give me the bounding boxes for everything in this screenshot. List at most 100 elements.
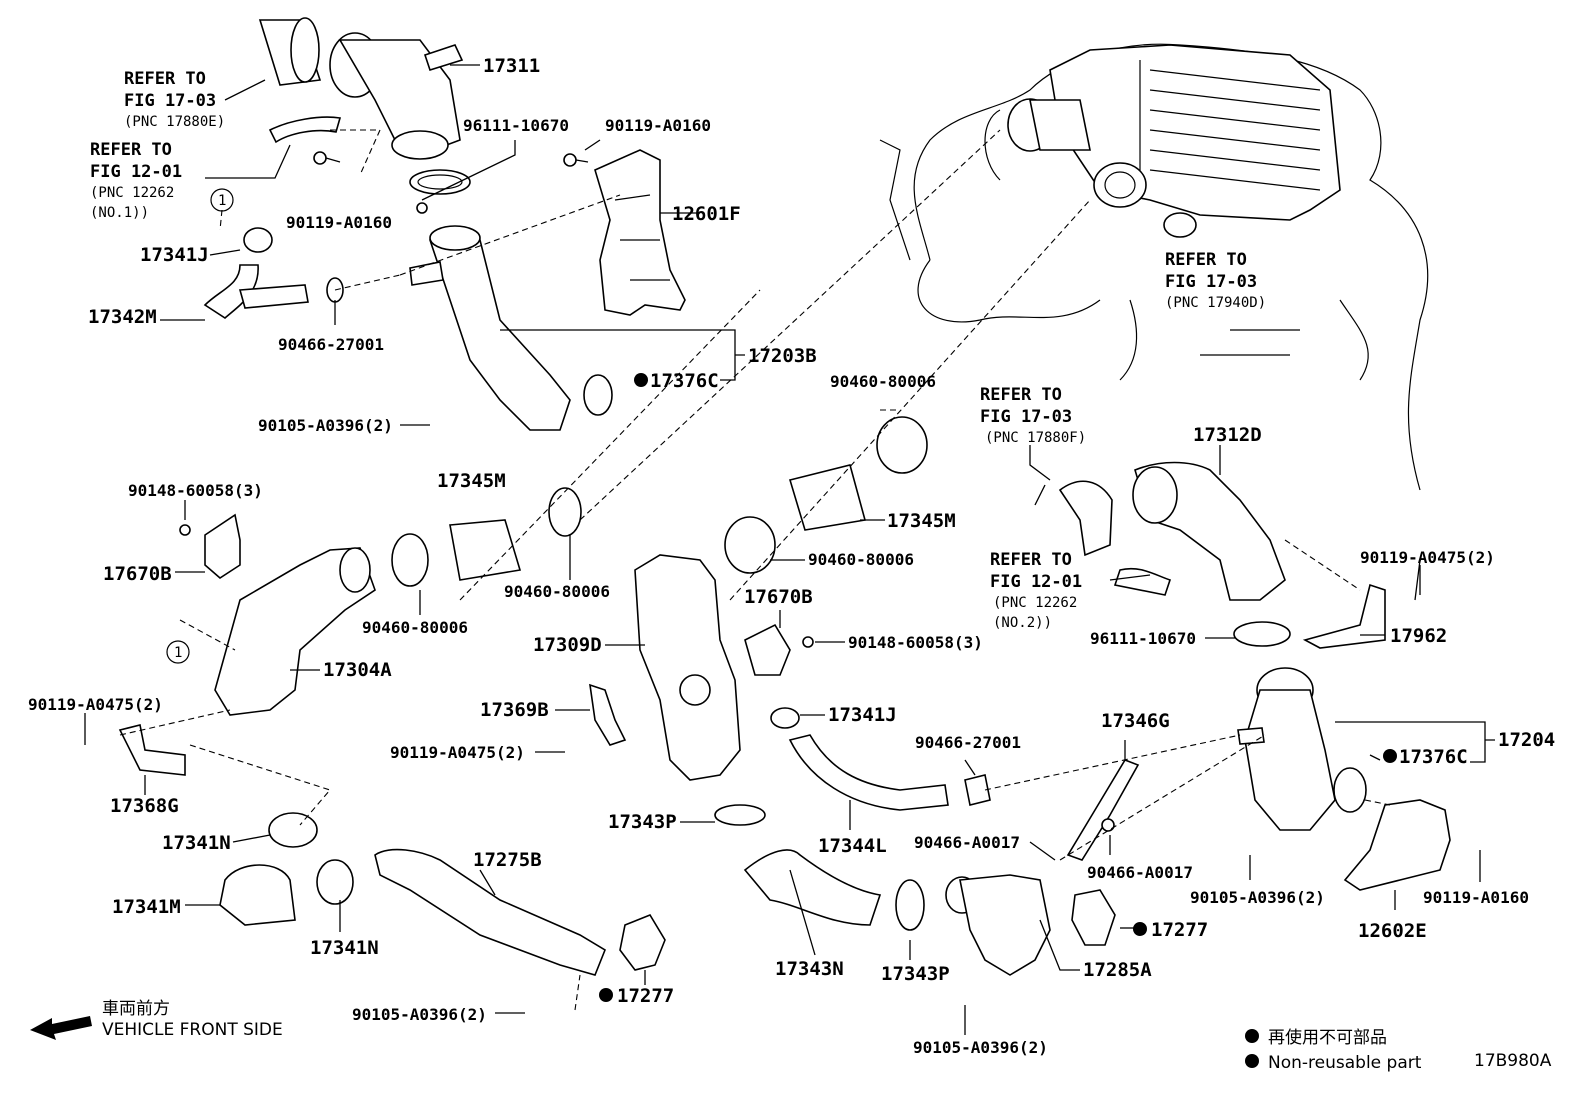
hose-17345m-a xyxy=(391,487,582,587)
clip-90466-27001-b xyxy=(964,774,991,806)
part-labels: 17311 96111-10670 90119-A0160 90119-A016… xyxy=(28,55,1555,1057)
label-90466-27001-a: 90466-27001 xyxy=(278,335,384,354)
nonreusable-dot xyxy=(599,988,613,1002)
part-17311 xyxy=(258,17,464,160)
label-90119-a0160-b: 90119-A0160 xyxy=(286,213,392,232)
bracket-17368g xyxy=(118,724,186,776)
hose-17344l xyxy=(788,734,949,811)
hose-17342m xyxy=(203,227,344,319)
clamp-17343p-a xyxy=(714,804,766,826)
label-90466-a0017-a: 90466-A0017 xyxy=(914,833,1020,852)
ref-2-extra: (NO.1)) xyxy=(90,205,149,221)
bracket-17369b xyxy=(589,683,627,746)
label-17369b: 17369B xyxy=(480,699,549,721)
ref-5-line1: REFER TO xyxy=(990,550,1072,570)
ref-3-line1: REFER TO xyxy=(1165,250,1247,270)
label-17345m-a: 17345M xyxy=(437,470,506,492)
front-label-en: VEHICLE FRONT SIDE xyxy=(102,1020,283,1040)
label-17376c-b: 17376C xyxy=(1399,746,1468,768)
label-90148-a: 90148-60058(3) xyxy=(128,481,263,500)
ref-3-pnc: (PNC 17940D) xyxy=(1165,295,1266,311)
figure-code: 17B980A xyxy=(1474,1051,1552,1071)
ref-4-line2: FIG 17-03 xyxy=(980,407,1072,427)
label-90460-c: 90460-80006 xyxy=(808,550,914,569)
ref-1-line1: REFER TO xyxy=(124,69,206,89)
label-17343p-a: 17343P xyxy=(608,811,677,833)
label-90119-a0475-a: 90119-A0475(2) xyxy=(28,695,163,714)
housing-17285a xyxy=(945,874,1051,976)
label-90105-a: 90105-A0396(2) xyxy=(258,416,393,435)
clamp-96111-b xyxy=(1233,621,1291,647)
label-90119-a0160-c: 90119-A0160 xyxy=(1423,888,1529,907)
label-90460-d: 90460-80006 xyxy=(830,372,936,391)
gasket-17277-a xyxy=(619,914,666,971)
label-17203b: 17203B xyxy=(748,345,817,367)
nonreusable-dot xyxy=(634,373,648,387)
label-17368g: 17368G xyxy=(110,795,179,817)
pipe-17275b xyxy=(374,848,606,976)
label-90466-27001-b: 90466-27001 xyxy=(915,733,1021,752)
circle-marker-a xyxy=(210,188,234,212)
label-90148-b: 90148-60058(3) xyxy=(848,633,983,652)
label-17670b-a: 17670B xyxy=(103,563,172,585)
sensor-17670b-a xyxy=(179,513,241,579)
reference-notes: REFER TO FIG 17-03 (PNC 17880E) REFER TO… xyxy=(90,69,1266,631)
clamp-96111-a xyxy=(409,169,471,214)
hose-17343n xyxy=(743,849,882,926)
label-17345m-b: 17345M xyxy=(887,510,956,532)
label-17670b-b: 17670B xyxy=(744,586,813,608)
boot-17341m xyxy=(219,864,296,926)
ref-1-line2: FIG 17-03 xyxy=(124,91,216,111)
legend-dot-icon xyxy=(1245,1029,1259,1043)
hose-17346g xyxy=(1066,759,1140,861)
label-17341n-b: 17341N xyxy=(310,937,379,959)
ref-4-pnc: (PNC 17880F) xyxy=(985,430,1086,446)
hose-12262-a xyxy=(268,116,342,144)
label-17341n-a: 17341N xyxy=(162,832,231,854)
clamp-17341n-b xyxy=(316,859,354,905)
label-90105-b: 90105-A0396(2) xyxy=(352,1005,487,1024)
ref-5-pnc: (PNC 12262 xyxy=(993,595,1077,611)
pipe-17204 xyxy=(1237,667,1367,831)
leader-lines xyxy=(84,64,1495,1035)
label-90105-c: 90105-A0396(2) xyxy=(913,1038,1048,1057)
ref-2-line1: REFER TO xyxy=(90,140,172,160)
label-90119-a0475-c: 90119-A0475(2) xyxy=(1360,548,1495,567)
bolts-top xyxy=(313,151,589,167)
label-17285a: 17285A xyxy=(1083,959,1152,981)
label-96111-b: 96111-10670 xyxy=(1090,629,1196,648)
ref-2-pnc: (PNC 12262 xyxy=(90,185,174,201)
clamp-17341n-a xyxy=(268,812,318,848)
label-17312d: 17312D xyxy=(1193,424,1262,446)
label-17962: 17962 xyxy=(1390,625,1447,647)
label-90466-a0017-b: 90466-A0017 xyxy=(1087,863,1193,882)
ref-2-line2: FIG 12-01 xyxy=(90,162,182,182)
ref-1-pnc: (PNC 17880E) xyxy=(124,114,225,130)
front-direction: 車両前方 VEHICLE FRONT SIDE xyxy=(30,999,283,1040)
ref-5-line2: FIG 12-01 xyxy=(990,572,1082,592)
gasket-17277-b xyxy=(1071,889,1116,946)
label-90105-d: 90105-A0396(2) xyxy=(1190,888,1325,907)
circle-marker-a-text: 1 xyxy=(218,193,226,209)
label-17277-a: 17277 xyxy=(617,985,674,1007)
label-17344l: 17344L xyxy=(818,835,887,857)
label-90460-b: 90460-80006 xyxy=(362,618,468,637)
label-17346g: 17346G xyxy=(1101,710,1170,732)
legend-en: Non-reusable part xyxy=(1268,1053,1422,1073)
label-90119-a0475-b: 90119-A0475(2) xyxy=(390,743,525,762)
clamp-17343p-b xyxy=(895,879,925,931)
label-17204: 17204 xyxy=(1498,729,1555,751)
label-96111-a: 96111-10670 xyxy=(463,116,569,135)
label-17311: 17311 xyxy=(483,55,540,77)
label-17343n: 17343N xyxy=(775,958,844,980)
bracket-12602e xyxy=(1343,799,1451,891)
label-17275b: 17275B xyxy=(473,849,542,871)
legend-ja: 再使用不可部品 xyxy=(1268,1027,1387,1048)
label-17343p-b: 17343P xyxy=(881,963,950,985)
pipe-17203b xyxy=(409,225,613,431)
pipe-17304a xyxy=(214,547,376,716)
label-17341m: 17341M xyxy=(112,896,181,918)
label-12601f: 12601F xyxy=(672,203,741,225)
intercooler xyxy=(1007,44,1341,238)
